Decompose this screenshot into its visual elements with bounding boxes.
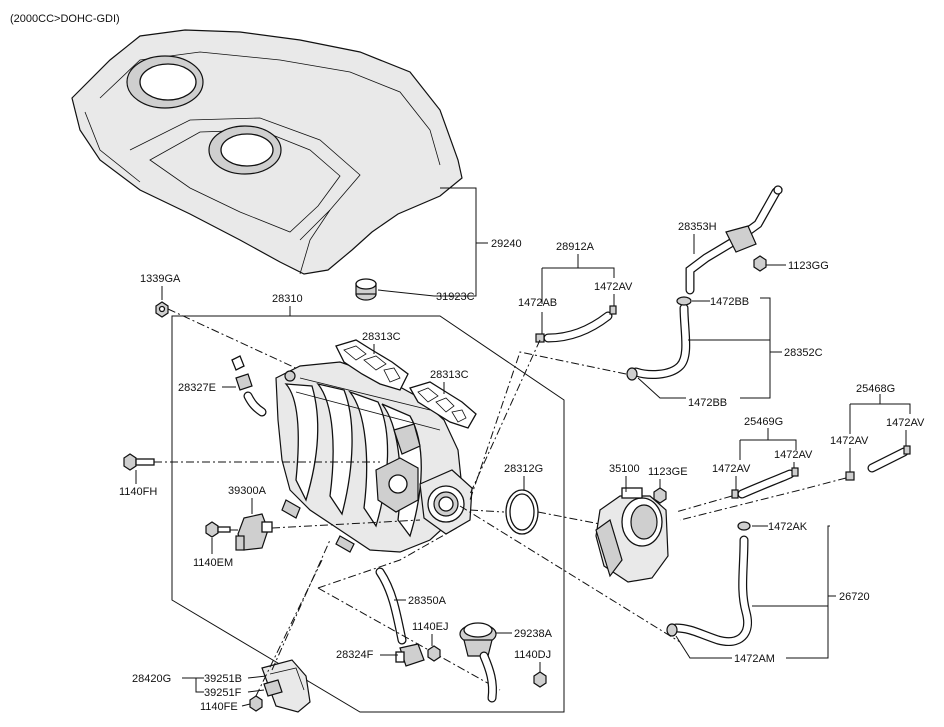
- label-1140em: 1140EM: [193, 557, 233, 569]
- bolt-1140fe[interactable]: [249, 695, 263, 712]
- label-28420g: 28420G: [132, 673, 171, 685]
- bracket-28352c-top: [688, 297, 771, 341]
- label-26720: 26720: [839, 591, 870, 603]
- sensor-39251b[interactable]: [263, 679, 283, 697]
- label-1472av-e: 1472AV: [886, 417, 925, 429]
- label-29240: 29240: [491, 238, 522, 250]
- leader-39251b: [247, 675, 267, 679]
- dash-28350a-lower: [317, 587, 501, 691]
- gasket-28312g[interactable]: [505, 489, 539, 535]
- manifold-group-frame: [171, 315, 565, 713]
- label-1472bb-b: 1472BB: [688, 397, 727, 409]
- solenoid-28324f[interactable]: [395, 643, 425, 667]
- dash-throttle-26720: [459, 505, 681, 643]
- label-39251b: 39251B: [204, 673, 242, 685]
- dash-gasket-right: [537, 511, 601, 525]
- label-28327e: 28327E: [178, 382, 216, 394]
- dash-39300a: [271, 519, 421, 529]
- label-1140ej: 1140EJ: [412, 621, 449, 633]
- bolt-1339ga[interactable]: [155, 301, 169, 318]
- bolt-1140ej[interactable]: [427, 645, 441, 662]
- leader-1472am: [675, 635, 732, 659]
- label-1472av-c: 1472AV: [774, 449, 813, 461]
- label-39300a: 39300A: [228, 485, 267, 497]
- leader-29240: [434, 187, 477, 297]
- leader-39251f: [247, 689, 265, 693]
- actuator-29238a[interactable]: [459, 622, 497, 703]
- label-29238a: 29238A: [514, 628, 553, 640]
- grommet-31923c[interactable]: [355, 278, 377, 301]
- bracket-28912a: [542, 267, 615, 278]
- bolt-1140dj[interactable]: [533, 671, 547, 688]
- gasket-28313c-b[interactable]: [409, 381, 477, 429]
- label-39251f: 39251F: [204, 687, 242, 699]
- label-25468g: 25468G: [856, 383, 895, 395]
- label-28324f: 28324F: [336, 649, 374, 661]
- label-1140fe: 1140FE: [200, 701, 238, 713]
- label-28313c-b: 28313C: [430, 369, 469, 381]
- label-28350a: 28350A: [408, 595, 447, 607]
- hose-28912a[interactable]: [535, 305, 617, 343]
- pcv-28327e[interactable]: [231, 355, 267, 417]
- label-1123gg: 1123GG: [788, 260, 829, 272]
- dash-25469g: [675, 495, 733, 513]
- label-28352c: 28352C: [784, 347, 823, 359]
- throttle-body-35100[interactable]: [595, 487, 669, 583]
- hose-28352c[interactable]: [626, 296, 692, 381]
- engine-spec-header: (2000CC>DOHC-GDI): [10, 13, 120, 25]
- label-28313c-a: 28313C: [362, 331, 401, 343]
- bolt-1123gg[interactable]: [753, 255, 767, 272]
- hose-25468g[interactable]: [845, 445, 911, 481]
- dash-28352c: [469, 351, 627, 501]
- label-1472am: 1472AM: [734, 653, 775, 665]
- dash-25468g: [679, 477, 847, 521]
- bolt-1140fh[interactable]: [123, 453, 155, 471]
- leader-1472bb-b: [637, 377, 686, 399]
- bolt-1140em[interactable]: [205, 521, 231, 538]
- dash-28420g: [271, 539, 331, 671]
- label-1472ab: 1472AB: [518, 297, 557, 309]
- label-25469g: 25469G: [744, 416, 783, 428]
- label-1472av-b: 1472AV: [712, 463, 751, 475]
- label-1339ga: 1339GA: [140, 273, 181, 285]
- label-1472bb-a: 1472BB: [710, 296, 749, 308]
- hose-28350a[interactable]: [375, 567, 407, 645]
- hose-26720[interactable]: [666, 521, 752, 646]
- dash-28912a: [469, 339, 541, 495]
- label-35100: 35100: [609, 463, 640, 475]
- label-1472av-d: 1472AV: [830, 435, 869, 447]
- bracket-26720-top: [752, 525, 830, 607]
- bracket-39251: [182, 677, 204, 693]
- dash-gasket-left: [469, 509, 505, 513]
- bracket-26720-bot: [786, 606, 829, 659]
- label-28310: 28310: [272, 293, 303, 305]
- engine-cover[interactable]: [71, 29, 463, 275]
- sensor-39300a[interactable]: [235, 513, 273, 551]
- label-28353h: 28353H: [678, 221, 717, 233]
- leader-31923c: [377, 289, 435, 297]
- label-1140dj: 1140DJ: [514, 649, 551, 661]
- dash-28350a: [317, 525, 461, 589]
- label-1472ak: 1472AK: [768, 521, 808, 533]
- label-28312g: 28312G: [504, 463, 543, 475]
- label-31923c: 31923C: [436, 291, 475, 303]
- gasket-28313c-a[interactable]: [335, 339, 409, 391]
- label-1123ge: 1123GE: [648, 466, 688, 478]
- egr-assembly: [375, 423, 421, 513]
- bracket-28420g[interactable]: [261, 659, 311, 713]
- bolt-1123ge[interactable]: [653, 487, 667, 504]
- hose-25469g[interactable]: [731, 467, 799, 499]
- label-28912a: 28912A: [556, 241, 595, 253]
- bracket-25468g: [850, 403, 911, 414]
- dash-1140fe: [255, 559, 323, 697]
- leader-1140fe: [241, 703, 251, 707]
- bracket-25469g: [740, 439, 797, 450]
- throttle-flange: [419, 469, 473, 535]
- bracket-28352c-bot: [740, 340, 771, 399]
- pipe-28353h[interactable]: [685, 185, 783, 295]
- label-1472av-a: 1472AV: [594, 281, 633, 293]
- label-1140fh: 1140FH: [119, 486, 157, 498]
